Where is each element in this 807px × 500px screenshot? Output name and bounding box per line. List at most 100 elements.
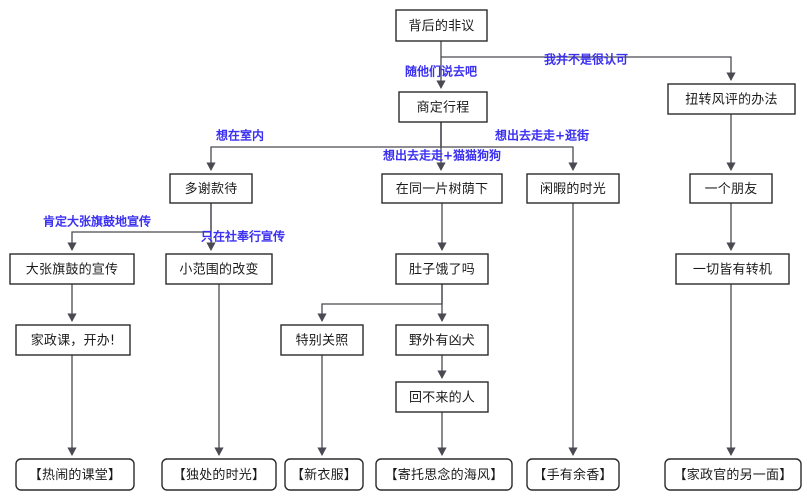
node-fix[interactable]: 扭转风评的办法: [667, 83, 796, 115]
node-box[interactable]: [375, 458, 513, 491]
edge-thanks_smallchange: [206, 203, 216, 251]
node-care[interactable]: 特别关照: [280, 324, 364, 356]
node-box[interactable]: [165, 253, 273, 285]
node-tree[interactable]: 在同一片树荫下: [381, 173, 503, 204]
edge-dogs_noreturn: [437, 355, 447, 379]
edge-label-plan_tree: 想出去走走+猫猫狗狗: [382, 148, 501, 163]
node-box[interactable]: [284, 458, 364, 491]
node-label: 一切皆有转机: [693, 263, 772, 278]
node-bigpromo[interactable]: 大张旗鼓的宣传: [9, 253, 135, 285]
node-box[interactable]: [395, 381, 489, 413]
edge-class_end: [67, 355, 77, 456]
edge-arrowhead: [437, 370, 447, 379]
node-label: 家政课，开办!: [31, 333, 116, 349]
edge-fix_friend: [726, 114, 736, 171]
node-label: 一个朋友: [705, 181, 758, 197]
edge-arrowhead: [317, 447, 327, 456]
edge-arrowhead: [214, 447, 224, 456]
node-box[interactable]: [381, 173, 503, 204]
node-box[interactable]: [280, 324, 364, 356]
edge-arrowhead: [437, 447, 447, 456]
node-fragrance[interactable]: 【手有余香】: [526, 458, 620, 491]
node-label: 多谢款待: [185, 181, 238, 197]
node-noreturn[interactable]: 回不来的人: [395, 381, 489, 413]
node-hungry[interactable]: 肚子饿了吗: [395, 253, 489, 285]
node-box[interactable]: [169, 173, 253, 204]
node-box[interactable]: [664, 458, 802, 491]
node-otherside[interactable]: 【家政官的另一面】: [664, 458, 802, 491]
edge-root_plan: [436, 41, 446, 89]
edge-bigpromo_class: [67, 284, 77, 322]
node-label: 商定行程: [417, 101, 470, 116]
node-class[interactable]: 家政课，开办!: [15, 324, 131, 356]
node-wind[interactable]: 【寄托思念的海风】: [375, 458, 513, 491]
edge-care_end: [317, 355, 327, 456]
node-label: 扭转风评的办法: [685, 92, 777, 108]
edge-turn_end: [726, 284, 736, 456]
node-box[interactable]: [395, 324, 489, 356]
edge-arrowhead: [206, 242, 216, 251]
node-label: 特别关照: [296, 334, 349, 349]
edge-arrowhead: [436, 162, 446, 171]
node-label: 【寄托思念的海风】: [385, 467, 504, 483]
node-alone[interactable]: 【独处的时光】: [161, 458, 277, 491]
edge-noreturn_end: [437, 412, 447, 456]
node-dogs[interactable]: 野外有凶犬: [395, 324, 489, 356]
edge-arrowhead: [437, 242, 447, 251]
node-label: 在同一片树荫下: [396, 182, 488, 197]
node-label: 小范围的改变: [179, 262, 258, 278]
node-root[interactable]: 背后的非议: [395, 9, 488, 42]
node-label: 【独处的时光】: [173, 467, 265, 483]
node-label: 【新衣服】: [291, 467, 357, 483]
node-box[interactable]: [395, 253, 489, 285]
edge-friend_turn: [726, 203, 736, 251]
node-turn[interactable]: 一切皆有转机: [675, 253, 790, 285]
node-box[interactable]: [526, 458, 620, 491]
node-box[interactable]: [15, 458, 135, 491]
node-plan[interactable]: 商定行程: [398, 91, 488, 123]
edge-hungry_care: [317, 284, 443, 322]
edge-label-plan_thanks: 想在室内: [215, 128, 264, 143]
node-label: 【热闹的课堂】: [29, 467, 121, 483]
node-box[interactable]: [526, 173, 620, 204]
edge-plan_leisure: [440, 122, 578, 171]
node-friend[interactable]: 一个朋友: [689, 173, 773, 204]
node-box[interactable]: [15, 324, 131, 356]
edge-tree_hungry: [437, 203, 447, 251]
node-leisure[interactable]: 闲暇的时光: [526, 173, 620, 204]
node-label: 野外有凶犬: [409, 334, 475, 349]
edge-label-root_fix: 我并不是很认可: [544, 52, 628, 67]
node-box[interactable]: [675, 253, 790, 285]
node-class[interactable]: 【热闹的课堂】: [15, 458, 135, 491]
edge-arrowhead: [206, 162, 216, 171]
node-box[interactable]: [667, 83, 796, 115]
node-label: 回不来的人: [409, 390, 475, 406]
node-clothes[interactable]: 【新衣服】: [284, 458, 364, 491]
node-box[interactable]: [398, 91, 488, 123]
edge-arrowhead: [436, 80, 446, 89]
node-label: 【家政官的另一面】: [674, 467, 793, 483]
node-box[interactable]: [161, 458, 277, 491]
node-smallchange[interactable]: 小范围的改变: [165, 253, 273, 285]
node-box[interactable]: [395, 9, 488, 42]
edge-root_fix: [441, 56, 736, 81]
edges-layer: [67, 41, 736, 456]
edge-line: [440, 122, 574, 170]
edge-label-plan_leisure: 想出去走走+逛街: [494, 128, 589, 143]
node-box[interactable]: [689, 173, 773, 204]
edge-smallchange_end: [214, 284, 224, 456]
node-thanks[interactable]: 多谢款待: [169, 173, 253, 204]
node-label: 闲暇的时光: [540, 181, 606, 197]
edge-arrowhead: [726, 162, 736, 171]
edge-label-thanks_bigpromo: 肯定大张旗鼓地宣传: [43, 214, 151, 229]
edge-arrowhead: [67, 313, 77, 322]
edge-label-root_plan: 随他们说去吧: [405, 64, 477, 79]
node-box[interactable]: [9, 253, 135, 285]
node-label: 大张旗鼓的宣传: [26, 262, 118, 278]
edge-arrowhead: [67, 242, 77, 251]
edge-arrowhead: [726, 242, 736, 251]
edge-arrowhead: [568, 447, 578, 456]
